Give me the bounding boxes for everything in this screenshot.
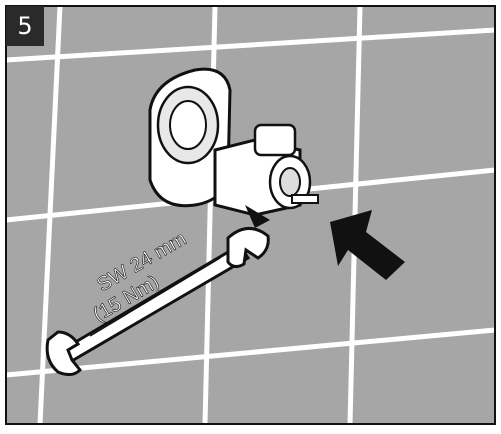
mounting-plate (148, 67, 232, 208)
direction-arrow-icon (330, 210, 405, 280)
step-number-badge: 5 (6, 6, 44, 46)
open-end-wrench (45, 227, 270, 377)
step-number: 5 (17, 12, 33, 40)
valve-body (213, 123, 319, 228)
